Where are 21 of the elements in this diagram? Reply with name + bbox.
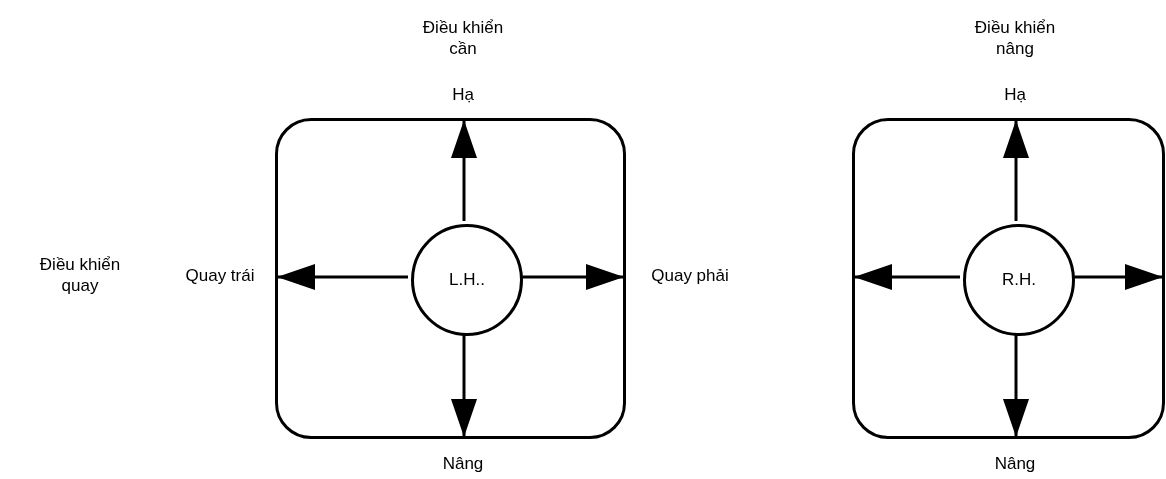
direction-label: Hạ: [451, 84, 475, 105]
arrow: [1003, 333, 1029, 437]
heading-label: Điều khiển quay: [38, 254, 122, 296]
direction-label: Hạ: [1003, 84, 1027, 105]
direction-label: Quay phải: [650, 265, 730, 286]
joystick-knob: R.H.: [963, 224, 1075, 336]
arrow: [854, 264, 960, 290]
arrow: [1003, 120, 1029, 221]
arrow: [520, 264, 624, 290]
heading-label: Điều khiển cần: [421, 17, 505, 59]
heading-label: Điều khiển nâng: [973, 17, 1057, 59]
arrow: [277, 264, 408, 290]
arrow: [451, 120, 477, 221]
arrow: [1072, 264, 1163, 290]
joystick-frame: [275, 118, 626, 439]
direction-label: Quay trái: [184, 265, 256, 286]
direction-label: Nâng: [441, 453, 485, 474]
arrow: [451, 333, 477, 437]
direction-label: Nâng: [993, 453, 1037, 474]
joystick-knob: L.H..: [411, 224, 523, 336]
joystick-frame: [852, 118, 1165, 439]
